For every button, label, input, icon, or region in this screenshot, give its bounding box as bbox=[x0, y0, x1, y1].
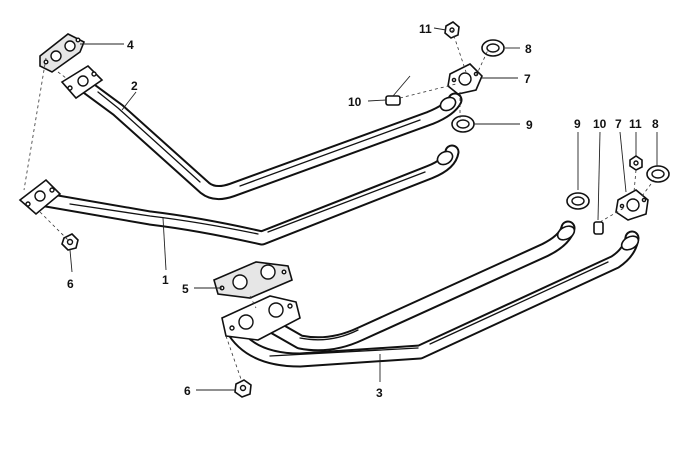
callout-8-upper: 8 bbox=[525, 42, 532, 56]
nut-6-upper bbox=[61, 233, 79, 251]
flange-pipe-1 bbox=[18, 178, 62, 216]
callout-1: 1 bbox=[162, 273, 169, 287]
nut-6-lower bbox=[234, 379, 252, 398]
callout-10-upper: 10 bbox=[348, 95, 362, 109]
callout-2: 2 bbox=[131, 79, 138, 93]
exhaust-pipe-1 bbox=[38, 144, 460, 246]
pipe-ends-upper bbox=[436, 96, 457, 166]
callout-9-lower: 9 bbox=[574, 117, 581, 131]
sealing-ring-8-lower bbox=[646, 165, 670, 183]
callout-11-upper: 11 bbox=[419, 22, 432, 36]
pipe-ends-lower bbox=[556, 225, 640, 251]
gasket-4 bbox=[39, 33, 86, 73]
leader-lines bbox=[69, 27, 658, 391]
callout-11-lower: 11 bbox=[629, 117, 642, 131]
exhaust-pipe-3-rear bbox=[250, 220, 576, 352]
gasket-5 bbox=[213, 261, 293, 299]
callout-6-lower: 6 bbox=[184, 384, 191, 398]
sealing-ring-8-upper bbox=[481, 39, 505, 57]
callout-6-upper: 6 bbox=[67, 277, 74, 291]
nut-11-lower bbox=[629, 155, 643, 171]
callout-8-lower: 8 bbox=[652, 117, 659, 131]
sealing-ring-9-lower bbox=[566, 192, 590, 210]
flange-7-lower bbox=[615, 189, 649, 221]
callout-4: 4 bbox=[127, 38, 134, 52]
callout-3: 3 bbox=[376, 386, 383, 400]
callout-labels: 4 2 1 6 11 8 7 10 9 9 10 7 11 8 5 6 3 bbox=[67, 22, 659, 400]
callout-5: 5 bbox=[182, 282, 189, 296]
callout-7-upper: 7 bbox=[524, 72, 531, 86]
assembly-lines bbox=[23, 29, 655, 383]
flange-7-upper bbox=[447, 63, 483, 95]
bolt-10-upper bbox=[385, 75, 411, 106]
flange-pipe-2 bbox=[60, 64, 104, 100]
bolt-10-lower bbox=[593, 221, 604, 235]
callout-7-lower: 7 bbox=[615, 117, 622, 131]
callout-10-lower: 10 bbox=[593, 117, 607, 131]
sealing-ring-9-upper bbox=[451, 115, 475, 133]
callout-9-upper: 9 bbox=[526, 118, 533, 132]
flange-pipe-3 bbox=[221, 295, 301, 341]
